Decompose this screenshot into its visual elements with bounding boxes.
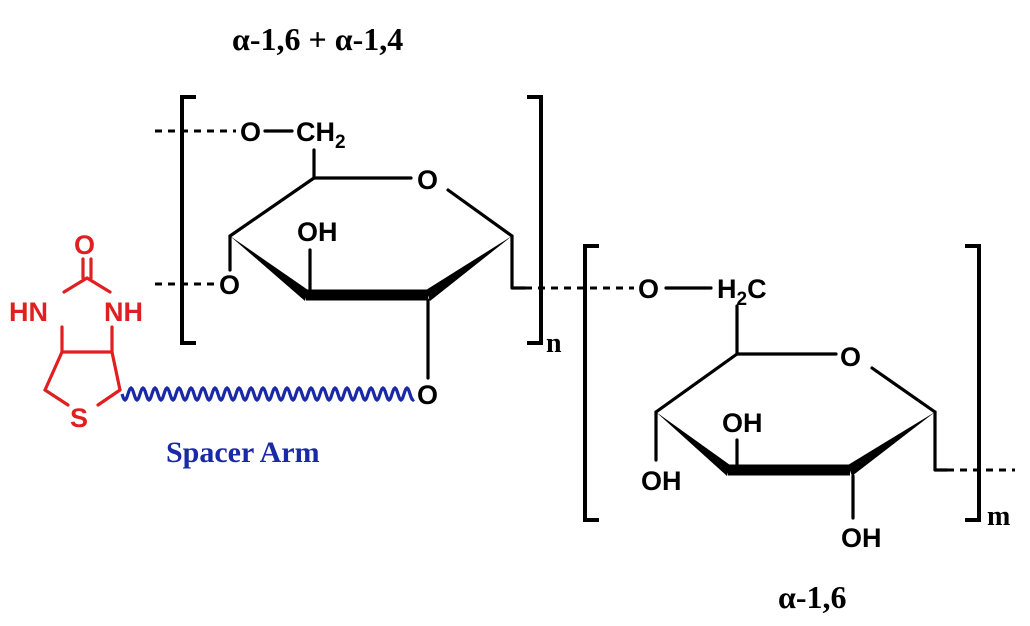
upper-left-bracket [180,95,196,345]
bottom-linkage-label: α-1,6 [778,579,847,615]
lower-c1-down-bond [933,410,949,472]
subscript-n: n [546,328,562,359]
lower-left-bracket [583,244,599,522]
biotin-s: S [70,403,88,433]
biotin-c-n-right [85,276,112,294]
upper-right-bracket [527,95,543,345]
lower-oh-top: OH [722,408,763,438]
c5-c4-bond [228,176,316,238]
biotin-ring-left-s [43,388,70,407]
lower-oh-bottom: OH [841,523,882,553]
upper-ring-o: O [417,165,438,195]
c4-c3-wedge [230,236,308,301]
lower-h2c: H2C [717,274,767,310]
biotin-c-n-left [62,276,89,294]
top-linkage-label: α-1,6 + α-1,4 [232,21,403,57]
biotin-o: O [74,230,95,260]
biotin-ring-left [43,350,64,392]
lower-c5-c4-bond [654,352,739,414]
lower-oh-left: OH [641,466,682,496]
lower-right-bracket [965,244,981,522]
upper-o-bottom: O [417,380,438,410]
upper-o-left: O [219,270,240,300]
upper-o-bridge: O [240,117,261,147]
upper-oh: OH [297,217,338,247]
biotin-ring-right [110,350,122,392]
subscript-m: m [987,501,1010,532]
biotin-hn: HN [9,297,48,327]
spacer-arm-wave [120,385,415,403]
lower-o-link: O [638,274,659,304]
biotin-ring-right-s [96,388,122,407]
spacer-arm-label: Spacer Arm [166,436,320,469]
c1-down-bond [510,234,527,290]
ring-o-c1-bond [446,188,514,238]
lower-ring-o: O [840,342,861,372]
lower-c1-c2-wedge [848,412,935,476]
biotin-nh: NH [104,297,143,327]
lower-o-c1-bond [870,366,937,414]
c1-c2-wedge [426,236,512,301]
lower-c4-c3-wedge [656,412,730,476]
upper-ch2: CH2 [296,117,346,153]
